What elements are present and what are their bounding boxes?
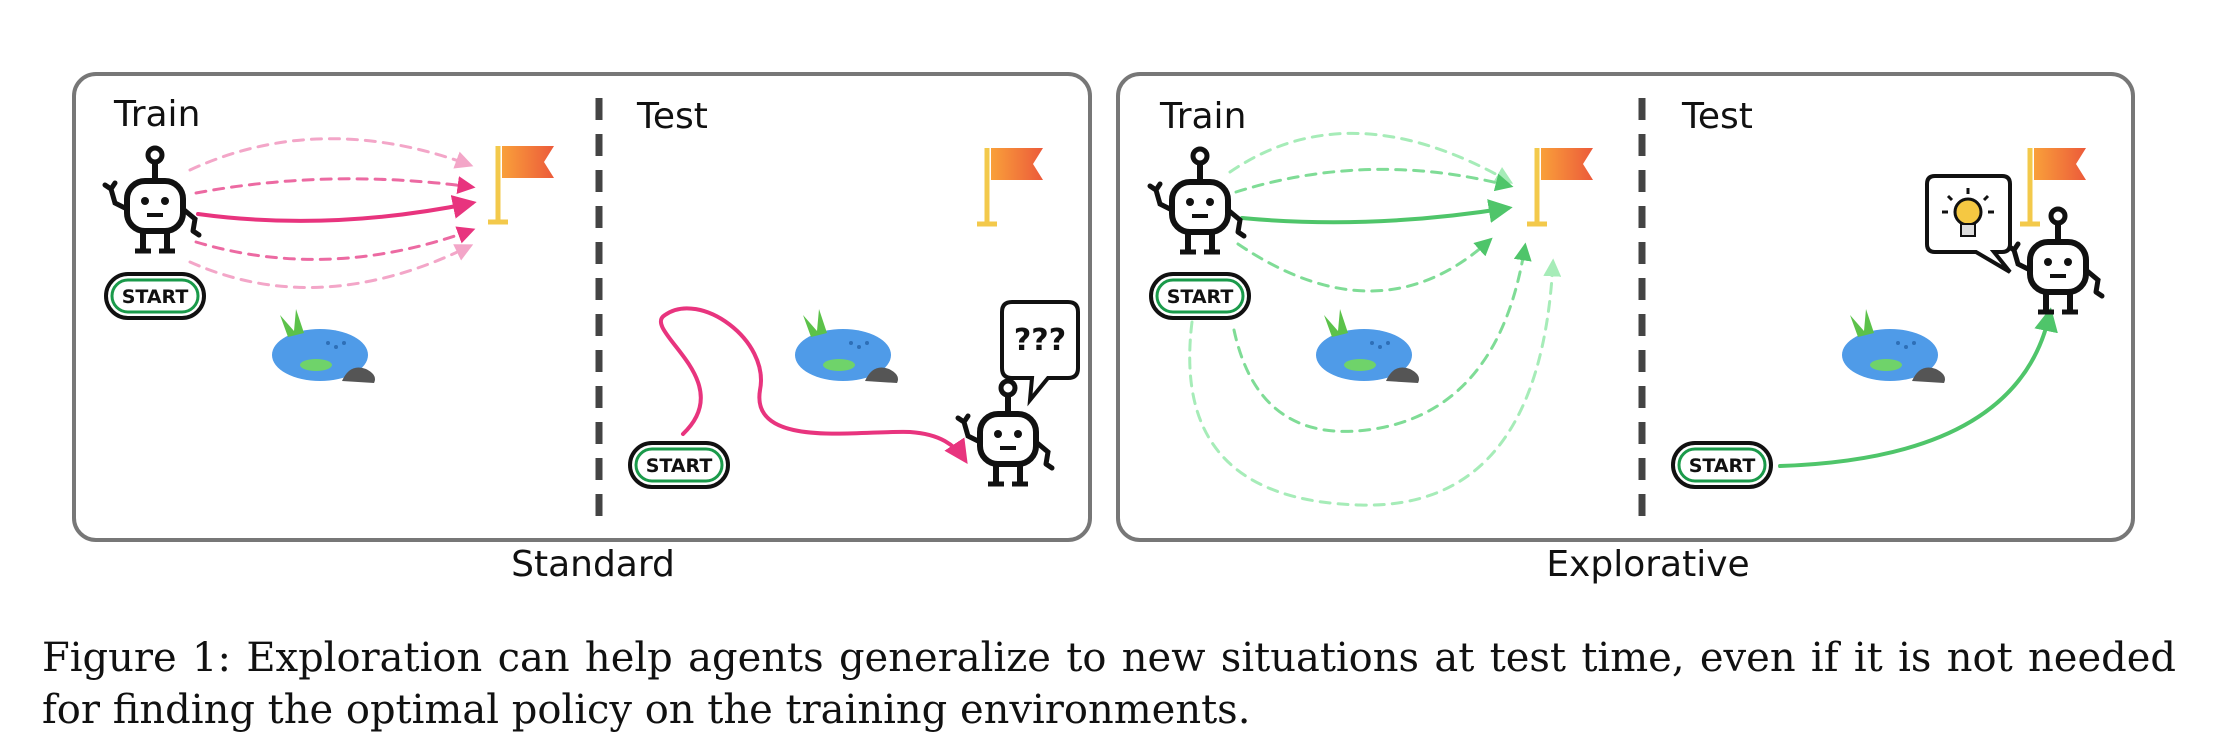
explorative-panel-frame (1116, 72, 2135, 542)
explorative-test-label: Test (1682, 96, 1753, 137)
flag-icon (1527, 148, 1593, 224)
start-label: START (1689, 455, 1756, 477)
standard-subcaption: Standard (511, 544, 675, 585)
pond-icon (795, 309, 898, 383)
robot-icon (958, 381, 1052, 484)
lightbulb-bubble-icon (1925, 174, 2012, 274)
flag-icon (977, 148, 1043, 224)
figure-illustration: START START ??? START START (72, 72, 2135, 542)
start-pad-icon: START (628, 441, 730, 489)
pond-icon (1842, 309, 1945, 383)
standard-train-paths (188, 137, 477, 289)
explorative-test-path (1778, 307, 2058, 468)
standard-panel-frame (72, 72, 1092, 542)
speech-bubble-icon: ??? (1000, 300, 1080, 407)
start-pad-icon: START (104, 272, 206, 320)
flag-icon (488, 146, 554, 222)
lightbulb-icon (1942, 188, 1994, 237)
start-label: START (1167, 286, 1234, 308)
start-pad-icon: START (1671, 441, 1773, 489)
explorative-train-paths (1188, 131, 1562, 507)
robot-icon (105, 148, 199, 251)
standard-train-label: Train (114, 94, 201, 135)
pond-icon (1316, 309, 1419, 383)
start-pad-icon: START (1149, 272, 1251, 320)
confused-bubble-text: ??? (1014, 323, 1066, 358)
pond-icon (272, 309, 375, 383)
explorative-subcaption: Explorative (1546, 544, 1750, 585)
robot-icon (1150, 149, 1244, 252)
start-label: START (646, 455, 713, 477)
figure-caption: Figure 1: Exploration can help agents ge… (42, 635, 2176, 733)
standard-test-label: Test (637, 96, 708, 137)
start-label: START (122, 286, 189, 308)
explorative-train-label: Train (1160, 96, 1247, 137)
standard-test-path (659, 306, 968, 464)
